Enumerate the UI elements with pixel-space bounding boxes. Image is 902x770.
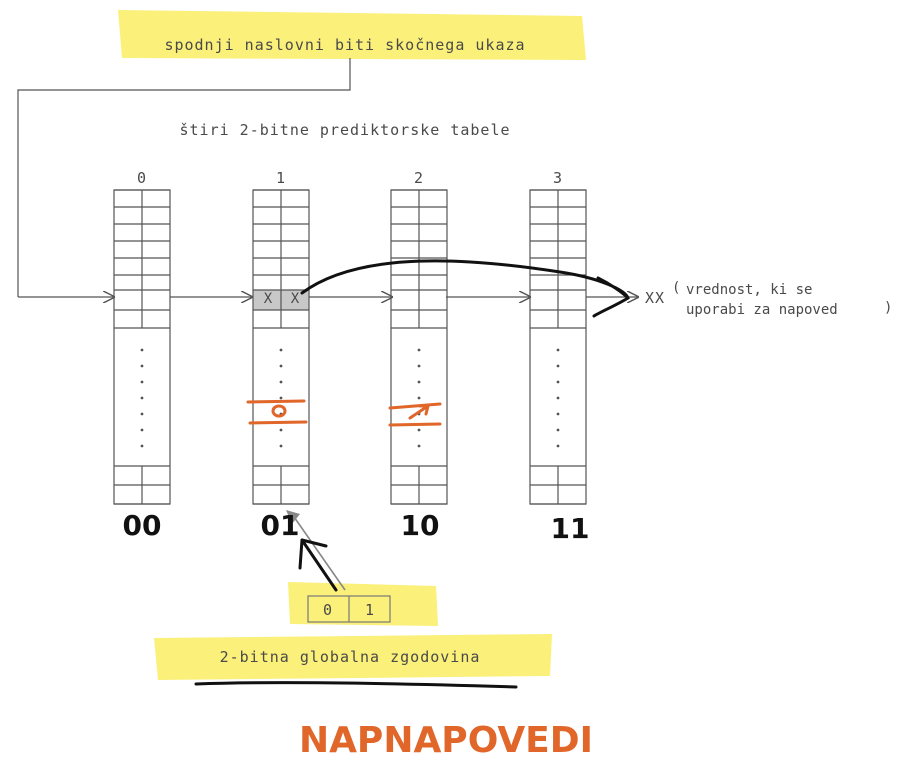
table-index-1: 1 bbox=[276, 169, 286, 187]
table-index-2: 2 bbox=[414, 169, 424, 187]
output-close-paren: ) bbox=[884, 300, 892, 316]
table-index-0: 0 bbox=[137, 169, 147, 187]
ellipsis-dot bbox=[140, 428, 144, 432]
output-open-paren: ( bbox=[672, 280, 680, 296]
ellipsis-dot bbox=[140, 348, 144, 352]
predictor-table-3: 3 bbox=[529, 169, 587, 505]
predictor-tables: 0 1 2 3 bbox=[113, 169, 587, 505]
ellipsis-dot bbox=[417, 364, 421, 368]
handwritten-note: NAPNAPOVEDI bbox=[299, 720, 593, 761]
ellipsis-dot bbox=[279, 380, 283, 384]
predictor-table-0: 0 bbox=[113, 169, 171, 505]
ellipsis-dot bbox=[140, 412, 144, 416]
address-line bbox=[17, 58, 351, 297]
history-pointer-line bbox=[291, 513, 346, 591]
output-note-line1: vrednost, ki se bbox=[686, 282, 812, 298]
predictor-table-2: 2 bbox=[390, 169, 448, 505]
output-value: XX bbox=[645, 289, 665, 307]
ellipsis-dot bbox=[279, 396, 283, 400]
ellipsis-dot bbox=[417, 396, 421, 400]
binary-label-3: 11 bbox=[551, 512, 590, 545]
ellipsis-dot bbox=[279, 364, 283, 368]
ellipsis-dot bbox=[417, 444, 421, 448]
ellipsis-dot bbox=[279, 428, 283, 432]
selected-entry-bit-1: X bbox=[291, 291, 300, 307]
ellipsis-dot bbox=[556, 348, 560, 352]
tables-title: štiri 2-bitne prediktorske tabele bbox=[179, 121, 510, 139]
history-bit-0: 0 bbox=[323, 601, 333, 619]
ellipsis-dot bbox=[140, 380, 144, 384]
binary-label-1: 01 bbox=[261, 509, 300, 542]
table-index-3: 3 bbox=[553, 169, 563, 187]
ellipsis-dot bbox=[556, 444, 560, 448]
output-note-line2: uporabi za napoved bbox=[686, 302, 838, 318]
history-bits-highlight bbox=[288, 582, 438, 626]
history-pointer-head bbox=[286, 510, 300, 524]
history-label-highlight bbox=[154, 634, 552, 680]
ellipsis-dot bbox=[279, 444, 283, 448]
address-bits-label: spodnji naslovni biti skočnega ukaza bbox=[164, 36, 525, 54]
binary-label-0: 00 bbox=[123, 509, 162, 542]
handwritten-selector-arrow bbox=[298, 538, 338, 592]
ellipsis-dot bbox=[556, 428, 560, 432]
ellipsis-dot bbox=[140, 364, 144, 368]
ellipsis-dot bbox=[417, 348, 421, 352]
ellipsis-dot bbox=[417, 380, 421, 384]
history-register bbox=[307, 595, 391, 623]
history-label: 2-bitna globalna zgodovina bbox=[220, 648, 481, 666]
orange-mark-table-2 bbox=[388, 402, 442, 427]
handwritten-curve-arrow bbox=[300, 259, 630, 318]
ellipsis-dot bbox=[556, 412, 560, 416]
ellipsis-dot bbox=[556, 380, 560, 384]
ellipsis-dot bbox=[417, 428, 421, 432]
top-label-highlight bbox=[118, 10, 586, 60]
history-bit-1: 1 bbox=[365, 601, 375, 619]
ellipsis-dot bbox=[140, 396, 144, 400]
ellipsis-dot bbox=[140, 444, 144, 448]
selected-entry-bit-0: X bbox=[264, 291, 273, 307]
handwritten-underline bbox=[194, 681, 518, 689]
predictor-table-1: 1 bbox=[252, 169, 310, 505]
ellipsis-dot bbox=[279, 348, 283, 352]
binary-label-2: 10 bbox=[401, 509, 440, 542]
orange-mark-table-1 bbox=[246, 399, 308, 425]
ellipsis-dot bbox=[556, 364, 560, 368]
ellipsis-dot bbox=[556, 396, 560, 400]
